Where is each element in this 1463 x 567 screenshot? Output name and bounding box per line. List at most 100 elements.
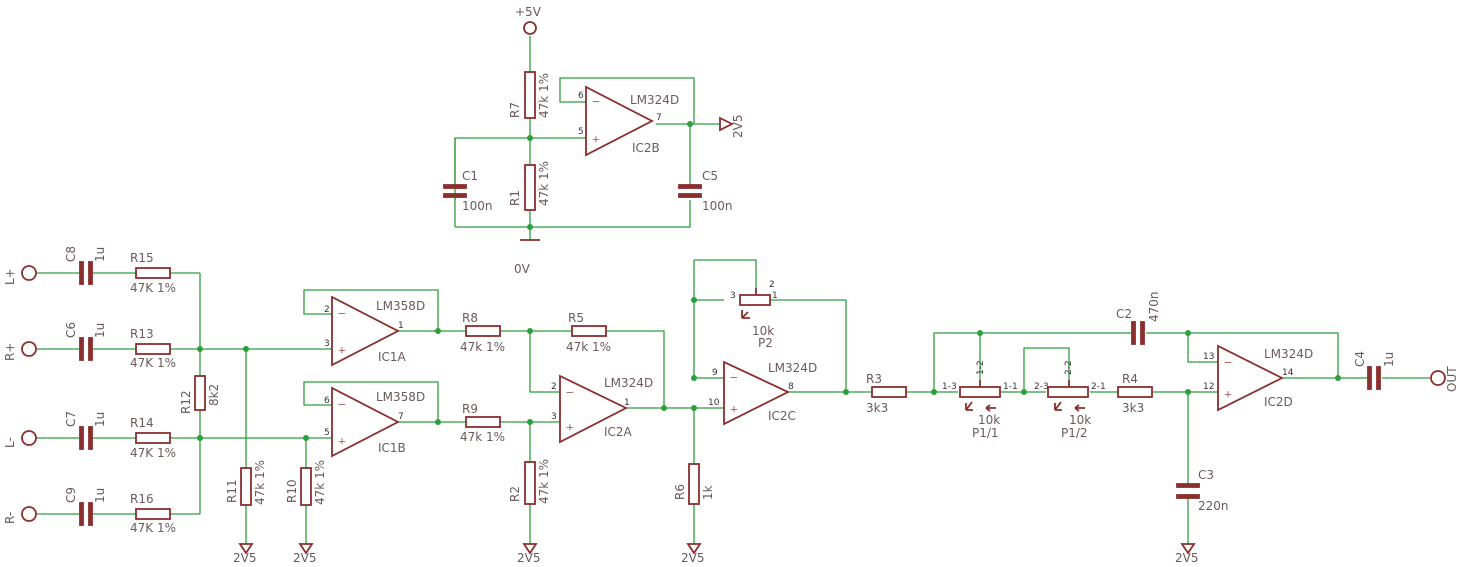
r15-value: 47K 1% [130, 281, 176, 295]
capacitor-c7: C7 1u [64, 411, 107, 450]
r7-value: 47k 1% [537, 73, 551, 118]
p12-pin23: 2-3 [1034, 382, 1049, 392]
r14-value: 47K 1% [130, 446, 176, 460]
potentiometer-p1-2: 2-3 2-2 2-1 10k P1/2 [1034, 360, 1106, 440]
terminal-r-minus: R- [3, 506, 37, 524]
r13-value: 47K 1% [130, 356, 176, 370]
ic2c-pin9: 9 [712, 368, 718, 378]
r5-label: R5 [568, 311, 584, 325]
opamp-ic2a: − + 2 3 1 LM324D IC2A [551, 374, 653, 444]
p11-value: 10k [978, 413, 1000, 427]
svg-text:+: + [1224, 388, 1232, 403]
r2-value: 47k 1% [537, 459, 551, 504]
ic2d-pin14: 14 [1282, 368, 1294, 378]
ref-2v5-c3: 2V5 [1175, 543, 1198, 565]
ic2d-label: IC2D [1264, 395, 1293, 409]
c7-label: C7 [64, 411, 78, 427]
svg-text:+: + [566, 421, 574, 436]
c9-value: 1u [93, 488, 107, 503]
r6-ref: 2V5 [681, 551, 704, 565]
ic2d-part: LM324D [1264, 347, 1313, 361]
resistor-r13: R13 47K 1% [130, 327, 176, 370]
resistor-r12: R12 8k2 [179, 375, 221, 414]
opamp-ic2b: − + 6 5 7 LM324D IC2B [578, 85, 679, 157]
p2-pin2: 2 [769, 280, 775, 290]
p2-pin3: 3 [730, 291, 736, 301]
c9-label: C9 [64, 487, 78, 503]
ic2c-part: LM324D [768, 361, 817, 375]
p2-label: P2 [758, 336, 773, 350]
capacitor-c9: C9 1u [64, 487, 107, 526]
ic2d-pin12: 12 [1203, 382, 1214, 392]
r10-ref: 2V5 [293, 551, 316, 565]
ic2a-pin2: 2 [551, 382, 557, 392]
r4-value: 3k3 [1122, 401, 1144, 415]
ref-2v5-r11: 2V5 [233, 543, 256, 565]
ic1a-pin2: 2 [324, 305, 330, 315]
c5-value: 100n [702, 199, 733, 213]
lp-label: L+ [3, 268, 17, 285]
capacitor-c1: C1 100n [443, 138, 493, 227]
svg-text:+: + [730, 403, 738, 418]
terminal-l-minus: L- [3, 430, 37, 448]
opamp-ic1b: − + 6 5 7 LM358D IC1B [324, 386, 425, 458]
resistor-r5: R5 47k 1% [566, 311, 611, 354]
ic2c-pin8: 8 [788, 382, 794, 392]
resistor-r7: R7 47k 1% [508, 71, 551, 119]
p11-pin12: 1-2 [976, 360, 986, 375]
p11-label: P1/1 [972, 426, 999, 440]
p12-pin22: 2-2 [1064, 360, 1074, 375]
junctions [197, 121, 1341, 441]
ic1b-label: IC1B [378, 441, 406, 455]
r9-label: R9 [462, 402, 478, 416]
c2-label: C2 [1116, 307, 1132, 321]
r2-label: R2 [508, 486, 522, 502]
potentiometer-p2: 3 2 1 10k P2 [730, 280, 778, 350]
opamp-ic2c: − + 9 10 8 LM324D IC2C [708, 360, 817, 426]
lm-label: L- [3, 437, 17, 448]
plus5v-supply: +5V [515, 5, 542, 35]
ic1b-pin6: 6 [324, 396, 330, 406]
ic1b-pin5: 5 [324, 428, 330, 438]
svg-text:+: + [338, 435, 346, 450]
terminal-out: OUT [1430, 366, 1459, 392]
c4-value: 1u [1382, 352, 1396, 367]
c5-label: C5 [702, 169, 718, 183]
ref-2v5-r6: 2V5 [681, 543, 704, 565]
resistor-r2: R2 47k 1% [508, 459, 551, 505]
p2-pin1: 1 [772, 291, 778, 301]
resistor-r4: R4 3k3 [1117, 372, 1153, 415]
svg-text:−: − [338, 398, 346, 413]
c7-value: 1u [93, 412, 107, 427]
r14-label: R14 [130, 416, 154, 430]
c6-value: 1u [93, 323, 107, 338]
r10-label: R10 [285, 479, 299, 503]
ic1b-part: LM358D [376, 390, 425, 404]
r9-value: 47k 1% [460, 430, 505, 444]
capacitor-c5: C5 100n [678, 169, 733, 213]
capacitor-c6: C6 1u [64, 322, 107, 361]
resistor-r11: R11 47k 1% [225, 460, 267, 506]
svg-text:+: + [338, 344, 346, 359]
net-label-2v5-out: 2V5 [719, 115, 745, 138]
wires [37, 36, 1430, 544]
r6-label: R6 [673, 484, 687, 500]
resistor-r3: R3 3k3 [866, 372, 907, 415]
capacitor-c8: C8 1u [64, 246, 107, 285]
terminal-l-plus: L+ [3, 265, 37, 285]
plus5v-label: +5V [515, 5, 542, 19]
out-label: OUT [1445, 366, 1459, 392]
c4-label: C4 [1353, 351, 1367, 367]
svg-text:+: + [592, 133, 600, 148]
ic2a-pin3: 3 [551, 412, 557, 422]
svg-text:−: − [338, 307, 346, 322]
resistor-r16: R16 47K 1% [130, 492, 176, 535]
ic1a-label: IC1A [378, 350, 407, 364]
ic2a-label: IC2A [604, 425, 633, 439]
ic2b-part: LM324D [630, 93, 679, 107]
svg-text:−: − [566, 386, 574, 401]
r2-ref: 2V5 [517, 551, 540, 565]
p11-pin11: 1-1 [1003, 382, 1018, 392]
r13-label: R13 [130, 327, 154, 341]
